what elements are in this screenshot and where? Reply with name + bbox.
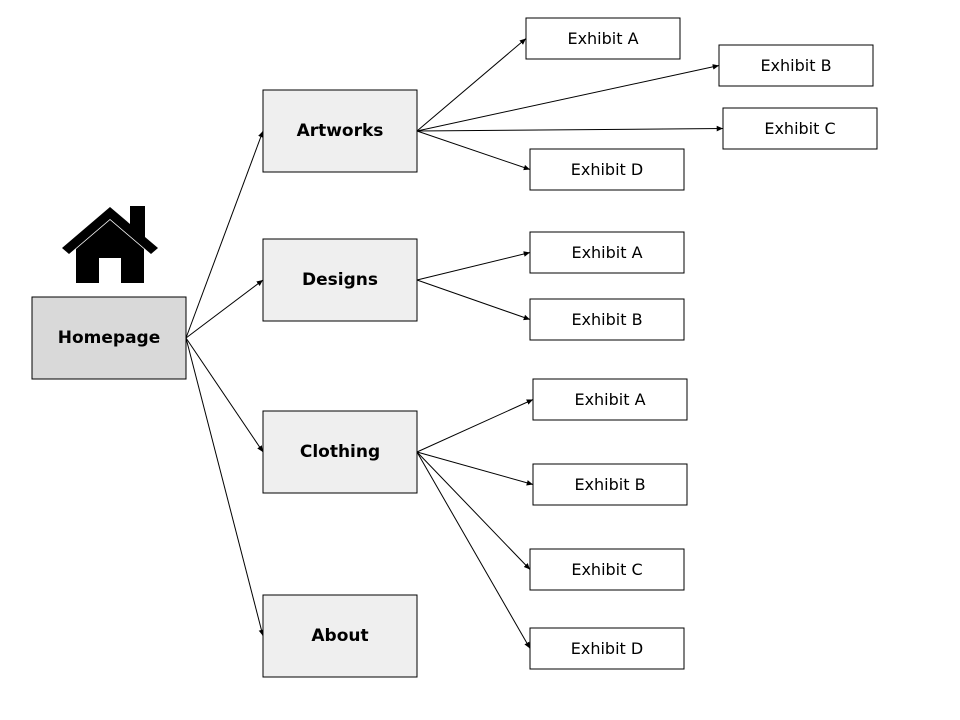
edge-clothing-to-clothing-b: [416, 451, 534, 486]
node-label: Exhibit A: [571, 243, 642, 262]
edge-artworks-to-artworks-b: [416, 64, 720, 132]
node-designs-b: Exhibit B: [529, 298, 685, 341]
node-homepage: Homepage: [31, 296, 187, 380]
node-label: Designs: [302, 270, 378, 290]
edge-clothing-to-clothing-a: [416, 399, 534, 453]
node-box: [529, 148, 685, 191]
node-box: [262, 89, 418, 173]
node-label: Exhibit C: [571, 560, 642, 579]
node-clothing: Clothing: [262, 410, 418, 494]
node-artworks: Artworks: [262, 89, 418, 173]
house-icon: [62, 206, 158, 283]
node-box: [262, 410, 418, 494]
edge-artworks-to-artworks-d: [416, 130, 531, 171]
node-box: [532, 463, 688, 506]
node-box: [529, 298, 685, 341]
node-label: Clothing: [300, 442, 380, 462]
edge-artworks-to-artworks-c: [416, 125, 724, 132]
node-label: Artworks: [297, 121, 384, 141]
edge-designs-to-designs-b: [416, 279, 531, 321]
node-designs: Designs: [262, 238, 418, 322]
node-label: Exhibit C: [764, 119, 835, 138]
node-box: [529, 231, 685, 274]
node-about: About: [262, 594, 418, 678]
node-clothing-c: Exhibit C: [529, 548, 685, 591]
node-artworks-c: Exhibit C: [722, 107, 878, 150]
edge-homepage-to-designs: [185, 279, 264, 339]
edges: [185, 38, 724, 649]
node-label: Exhibit A: [567, 29, 638, 48]
node-box: [532, 378, 688, 421]
node-artworks-b: Exhibit B: [718, 44, 874, 87]
node-label: Exhibit B: [574, 475, 645, 494]
node-box: [262, 238, 418, 322]
edge-designs-to-designs-a: [416, 251, 531, 281]
node-box: [529, 548, 685, 591]
edge-homepage-to-artworks: [185, 130, 264, 339]
node-artworks-d: Exhibit D: [529, 148, 685, 191]
edge-homepage-to-clothing: [185, 337, 264, 453]
node-label: Exhibit D: [571, 160, 643, 179]
node-clothing-d: Exhibit D: [529, 627, 685, 670]
node-box: [262, 594, 418, 678]
node-artworks-a: Exhibit A: [525, 17, 681, 60]
node-box: [722, 107, 878, 150]
nodes: HomepageArtworksDesignsClothingAboutExhi…: [31, 17, 878, 678]
node-box: [529, 627, 685, 670]
node-box: [718, 44, 874, 87]
edge-clothing-to-clothing-c: [416, 451, 531, 570]
node-clothing-b: Exhibit B: [532, 463, 688, 506]
edge-clothing-to-clothing-d: [416, 451, 531, 649]
edge-homepage-to-about: [185, 337, 265, 637]
node-label: Exhibit A: [574, 390, 645, 409]
node-label: Homepage: [58, 328, 161, 348]
node-box: [31, 296, 187, 380]
node-designs-a: Exhibit A: [529, 231, 685, 274]
node-label: Exhibit D: [571, 639, 643, 658]
node-clothing-a: Exhibit A: [532, 378, 688, 421]
node-label: About: [311, 626, 368, 646]
edge-artworks-to-artworks-a: [416, 38, 527, 132]
node-box: [525, 17, 681, 60]
node-label: Exhibit B: [760, 56, 831, 75]
node-label: Exhibit B: [571, 310, 642, 329]
